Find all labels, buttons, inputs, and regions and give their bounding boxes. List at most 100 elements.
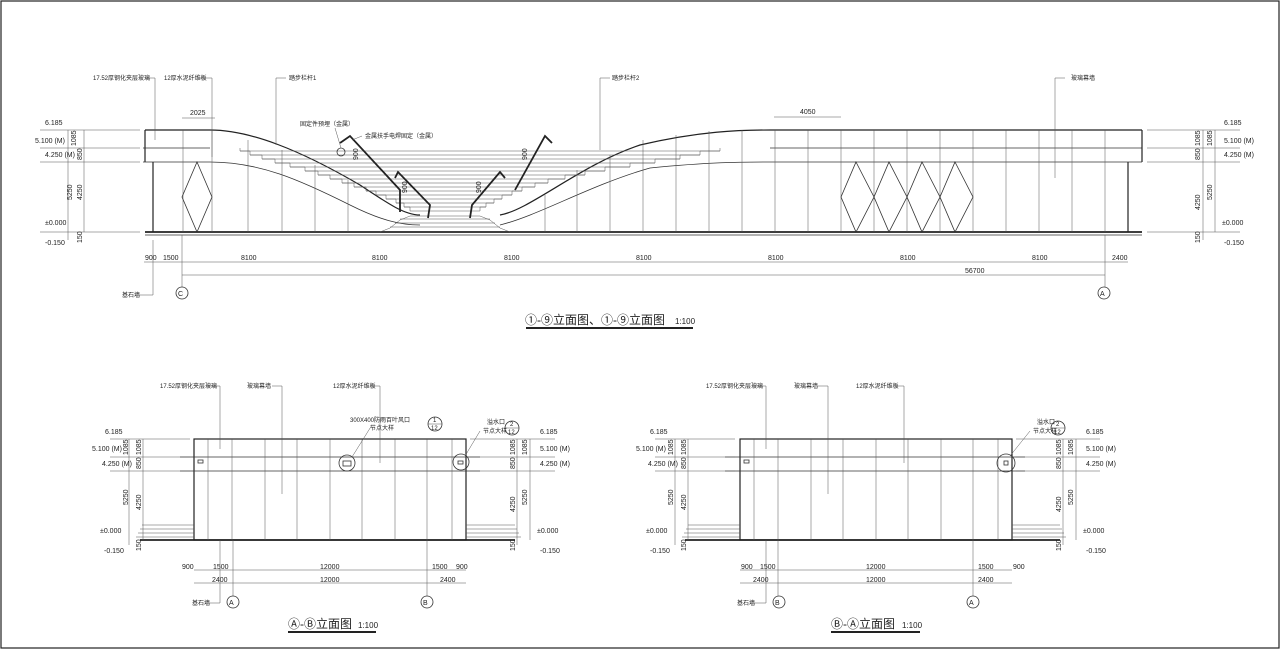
svg-text:5250: 5250 (1068, 489, 1075, 505)
svg-text:4250: 4250 (510, 496, 517, 512)
svg-text:4250: 4250 (681, 494, 688, 510)
callout-curtain-wall: 玻璃幕墙 (1071, 74, 1095, 82)
svg-text:5.100 (M): 5.100 (M) (1086, 446, 1116, 453)
svg-text:900: 900 (402, 181, 409, 193)
svg-text:150: 150 (1195, 231, 1202, 243)
svg-text:150: 150 (681, 539, 688, 551)
svg-text:4.250 (M): 4.250 (M) (1086, 461, 1116, 468)
rail-heights: 900 900 900 900 (353, 148, 529, 193)
svg-text:B: B (775, 600, 780, 607)
svg-text:4250: 4250 (1056, 496, 1063, 512)
svg-text:850: 850 (510, 457, 517, 469)
svg-text:12厚水泥纤维板: 12厚水泥纤维板 (856, 382, 899, 390)
svg-text:12: 12 (508, 430, 515, 436)
svg-text:基石墙: 基石墙 (122, 291, 140, 299)
svg-text:1500: 1500 (163, 255, 179, 262)
svg-text:±0.000: ±0.000 (646, 528, 667, 535)
callout-stair-rail-2: 踏步栏杆2 (612, 74, 640, 82)
main-elevation: 17.52厚钢化夹层玻璃 12厚水泥纤维板 踏步栏杆1 踏步栏杆2 固定件预埋（… (35, 74, 1254, 329)
ba-elevation-title: Ⓑ-Ⓐ立面图 (831, 616, 895, 631)
svg-text:8100: 8100 (900, 255, 916, 262)
svg-text:900: 900 (353, 148, 360, 160)
svg-text:150: 150 (510, 539, 517, 551)
svg-text:4.250 (M): 4.250 (M) (102, 461, 132, 468)
svg-text:1085: 1085 (522, 439, 529, 455)
svg-text:A: A (229, 600, 234, 607)
svg-text:850: 850 (136, 457, 143, 469)
svg-text:4250: 4250 (1195, 194, 1202, 210)
ba-elevation-scale: 1:100 (902, 621, 923, 630)
svg-text:5.100 (M): 5.100 (M) (35, 138, 65, 145)
levels-right: 6.185 5.100 (M) 4.250 (M) ±0.000 -0.150 … (1147, 120, 1254, 247)
svg-text:1085: 1085 (1056, 439, 1063, 455)
svg-text:5.100 (M): 5.100 (M) (540, 446, 570, 453)
diamond-bracing (181, 160, 974, 234)
svg-text:-0.150: -0.150 (45, 240, 65, 247)
svg-text:1085: 1085 (71, 130, 78, 146)
svg-text:溢水口: 溢水口 (1037, 418, 1055, 426)
svg-text:A: A (969, 600, 974, 607)
svg-text:1085: 1085 (681, 439, 688, 455)
main-mullions (182, 130, 1106, 232)
svg-text:±0.000: ±0.000 (537, 528, 558, 535)
drain-marker (452, 453, 470, 471)
svg-text:-0.150: -0.150 (1086, 548, 1106, 555)
callout-metal-handrail: 金属扶手电焊固定（金属） (365, 132, 437, 140)
svg-text:2400: 2400 (753, 577, 769, 584)
svg-text:-0.150: -0.150 (1224, 240, 1244, 247)
handrail-right-upper (514, 134, 553, 191)
elevation-ab: 17.52厚钢化夹层玻璃 玻璃幕墙 12厚水泥纤维板 300X400防雨百叶风口… (92, 382, 570, 633)
callout-glass-railing: 17.52厚钢化夹层玻璃 (93, 74, 150, 82)
svg-text:850: 850 (681, 457, 688, 469)
svg-text:6.185: 6.185 (45, 120, 63, 127)
svg-text:8100: 8100 (636, 255, 652, 262)
svg-text:-0.150: -0.150 (104, 548, 124, 555)
svg-text:300X400防雨百叶风口: 300X400防雨百叶风口 (350, 416, 410, 424)
levels-left: 6.185 5.100 (M) 4.250 (M) ±0.000 -0.150 … (35, 120, 140, 247)
svg-text:4250: 4250 (136, 494, 143, 510)
handrail-left-upper (339, 134, 401, 212)
total-dimension: 56700 (965, 268, 985, 275)
svg-text:1085: 1085 (668, 439, 675, 455)
svg-text:-0.150: -0.150 (540, 548, 560, 555)
callout-light-fixture: 固定件预埋（金属） (300, 120, 354, 128)
main-callouts: 17.52厚钢化夹层玻璃 12厚水泥纤维板 踏步栏杆1 踏步栏杆2 固定件预埋（… (93, 74, 1095, 178)
svg-text:C: C (178, 291, 183, 298)
svg-text:150: 150 (136, 539, 143, 551)
elevation-ba: 17.52厚钢化夹层玻璃 玻璃幕墙 12厚水泥纤维板 溢水口 节点大样 2 12… (636, 382, 1116, 633)
ab-steps (136, 524, 521, 538)
svg-text:4.250 (M): 4.250 (M) (648, 461, 678, 468)
svg-text:6.185: 6.185 (105, 429, 123, 436)
svg-text:A: A (1100, 291, 1105, 298)
svg-text:850: 850 (77, 148, 84, 160)
svg-text:900: 900 (456, 564, 468, 571)
main-title: ①-⑨立面图、①-⑨立面图 1:100 (525, 312, 696, 329)
svg-text:1085: 1085 (1207, 130, 1214, 146)
svg-text:5250: 5250 (1207, 184, 1214, 200)
svg-text:基石墙: 基石墙 (192, 599, 210, 607)
drain-marker-ba (996, 453, 1016, 473)
svg-text:1085: 1085 (510, 439, 517, 455)
svg-text:12000: 12000 (866, 577, 886, 584)
svg-text:4.250 (M): 4.250 (M) (1224, 152, 1254, 159)
svg-text:900: 900 (145, 255, 157, 262)
svg-text:900: 900 (182, 564, 194, 571)
svg-text:4050: 4050 (800, 109, 816, 116)
svg-text:5.100 (M): 5.100 (M) (636, 446, 666, 453)
svg-text:150: 150 (77, 231, 84, 243)
svg-text:5.100 (M): 5.100 (M) (92, 446, 122, 453)
svg-text:8100: 8100 (504, 255, 520, 262)
svg-text:850: 850 (1195, 148, 1202, 160)
svg-text:2400: 2400 (440, 577, 456, 584)
svg-text:4.250 (M): 4.250 (M) (540, 461, 570, 468)
ba-mullions (753, 439, 999, 540)
svg-text:8100: 8100 (372, 255, 388, 262)
svg-text:12000: 12000 (866, 564, 886, 571)
handrail-right-lower (469, 170, 506, 219)
svg-text:900: 900 (522, 148, 529, 160)
svg-text:基石墙: 基石墙 (737, 599, 755, 607)
svg-text:6.185: 6.185 (540, 429, 558, 436)
main-elevation-scale: 1:100 (675, 317, 696, 326)
svg-text:节点大样: 节点大样 (483, 427, 507, 435)
